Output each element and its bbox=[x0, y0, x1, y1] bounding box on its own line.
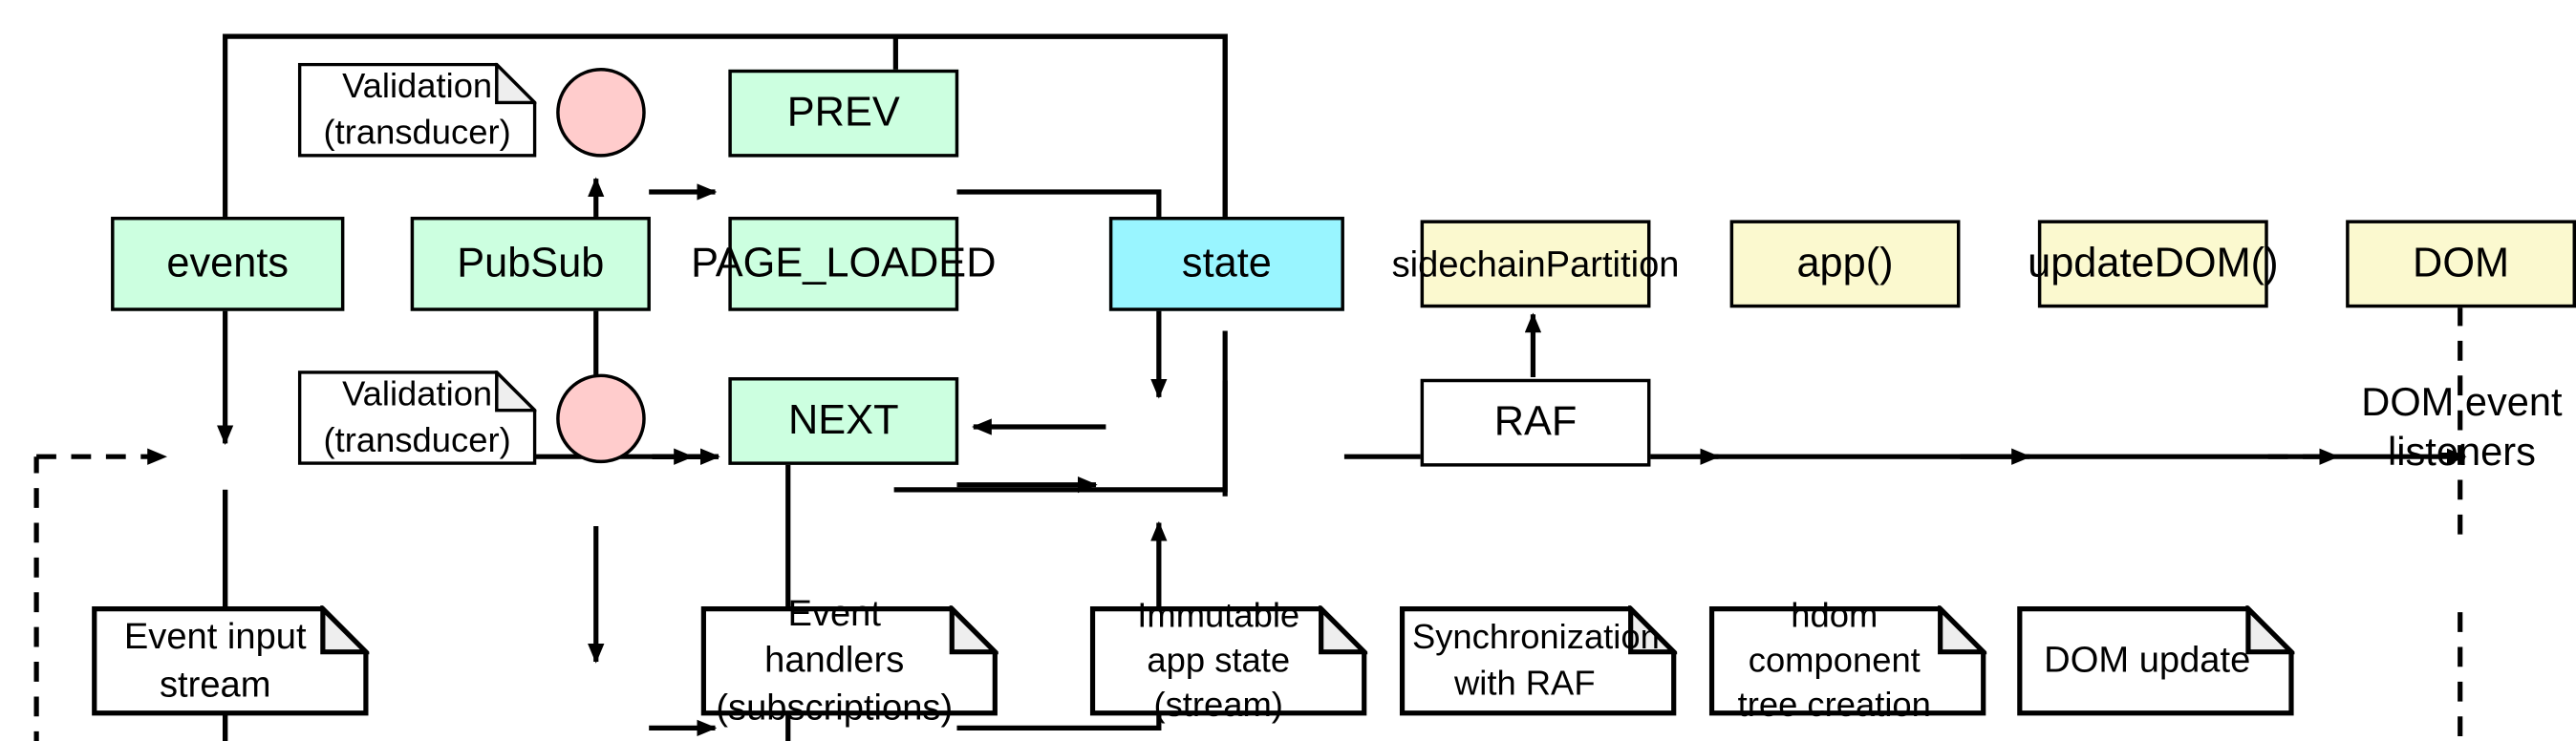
legend-2-line2: (subscriptions) bbox=[716, 686, 954, 729]
node-app[interactable]: app() bbox=[1729, 220, 1961, 308]
legend-hdom-component-tree: hdom component tree creation bbox=[1708, 597, 1987, 725]
legend-text-4: Synchronization with RAF bbox=[1399, 616, 1677, 707]
node-next[interactable]: NEXT bbox=[728, 377, 959, 465]
junction-bottom-circle[interactable] bbox=[556, 373, 646, 464]
legend-shape-4 bbox=[1399, 605, 1678, 716]
node-page-loaded[interactable]: PAGE_LOADED bbox=[691, 216, 996, 311]
node-update-dom[interactable]: updateDOM() bbox=[2028, 220, 2279, 308]
label-dom-event-listeners-line2: listeners bbox=[2388, 430, 2536, 476]
note-validation-top-line1: Validation bbox=[342, 68, 493, 107]
legend-1-line2: stream bbox=[159, 662, 271, 705]
note-shape-bottom bbox=[297, 370, 537, 465]
node-state-label: state bbox=[1181, 239, 1272, 286]
junction-top-circle[interactable] bbox=[556, 68, 646, 158]
edge-prev-to-state bbox=[956, 189, 1168, 399]
legend-text-5: hdom component tree creation bbox=[1708, 593, 1986, 729]
node-events-label: events bbox=[166, 239, 290, 286]
note-validation-top-text: Validation (transducer) bbox=[298, 65, 537, 156]
legend-3-line3: (stream) bbox=[1153, 687, 1283, 726]
legend-shape-3 bbox=[1089, 605, 1368, 716]
legend-text-1: Event input stream bbox=[91, 614, 369, 709]
node-sidechain-partition-label: sidechainPartition bbox=[1391, 242, 1680, 285]
edge-next-to-state bbox=[956, 520, 1168, 730]
note-shape-top bbox=[297, 62, 537, 158]
node-dom-label: DOM bbox=[2413, 239, 2510, 286]
node-pubsub-label: PubSub bbox=[457, 239, 605, 286]
note-validation-bottom-line1: Validation bbox=[342, 375, 493, 414]
legend-synchronization-raf: Synchronization with RAF bbox=[1399, 605, 1678, 716]
node-page-loaded-label: PAGE_LOADED bbox=[691, 239, 997, 286]
node-state[interactable]: state bbox=[1108, 216, 1344, 311]
node-pubsub[interactable]: PubSub bbox=[410, 216, 651, 311]
edge-dom-to-left-rail bbox=[2458, 612, 2463, 741]
legend-text-6: DOM update bbox=[2016, 637, 2294, 685]
legend-4-line2: with RAF bbox=[1453, 664, 1596, 703]
legend-text-2: Event handlers (subscriptions) bbox=[700, 590, 998, 732]
legend-dom-update: DOM update bbox=[2016, 605, 2295, 716]
legend-shape-1 bbox=[92, 605, 370, 716]
legend-2-line1: Event handlers bbox=[764, 591, 905, 681]
legend-3-line2: app state bbox=[1147, 642, 1291, 680]
legend-shape-6 bbox=[2017, 605, 2295, 716]
node-prev-label: PREV bbox=[786, 89, 900, 136]
legend-shape-5 bbox=[1708, 605, 1987, 716]
node-prev[interactable]: PREV bbox=[728, 69, 959, 158]
note-validation-top-line2: (transducer) bbox=[323, 113, 511, 152]
legend-5-line2: tree creation bbox=[1737, 687, 1931, 726]
legend-4-line1: Synchronization bbox=[1411, 619, 1660, 658]
legend-event-input-stream: Event input stream bbox=[91, 605, 370, 716]
node-dom[interactable]: DOM bbox=[2346, 220, 2576, 308]
note-validation-top: Validation (transducer) bbox=[297, 62, 537, 158]
legend-5-line1: hdom component bbox=[1748, 596, 1921, 680]
node-app-label: app() bbox=[1796, 239, 1894, 286]
note-validation-bottom: Validation (transducer) bbox=[297, 370, 537, 465]
node-update-dom-label: updateDOM() bbox=[2028, 239, 2279, 286]
legend-shape-2 bbox=[700, 605, 998, 716]
node-raf[interactable]: RAF bbox=[1420, 378, 1651, 467]
node-next-label: NEXT bbox=[788, 396, 899, 443]
note-validation-bottom-line2: (transducer) bbox=[323, 420, 511, 459]
legend-text-3: Immutable app state (stream) bbox=[1089, 593, 1367, 729]
label-dom-event-listeners-line1: DOM event bbox=[2361, 380, 2563, 426]
legend-3-line1: Immutable bbox=[1137, 596, 1300, 635]
node-sidechain-partition[interactable]: sidechainPartition bbox=[1392, 220, 1680, 308]
legend-immutable-app-state: Immutable app state (stream) bbox=[1089, 597, 1368, 725]
node-events[interactable]: events bbox=[111, 216, 345, 311]
node-raf-label: RAF bbox=[1493, 398, 1578, 445]
note-validation-bottom-text: Validation (transducer) bbox=[298, 372, 537, 463]
legend-event-handlers: Event handlers (subscriptions) bbox=[700, 592, 998, 728]
label-dom-event-listeners: DOM event listeners bbox=[2301, 379, 2576, 478]
legend-6-line1: DOM update bbox=[2044, 639, 2251, 681]
legend-1-line1: Event input bbox=[123, 615, 307, 657]
